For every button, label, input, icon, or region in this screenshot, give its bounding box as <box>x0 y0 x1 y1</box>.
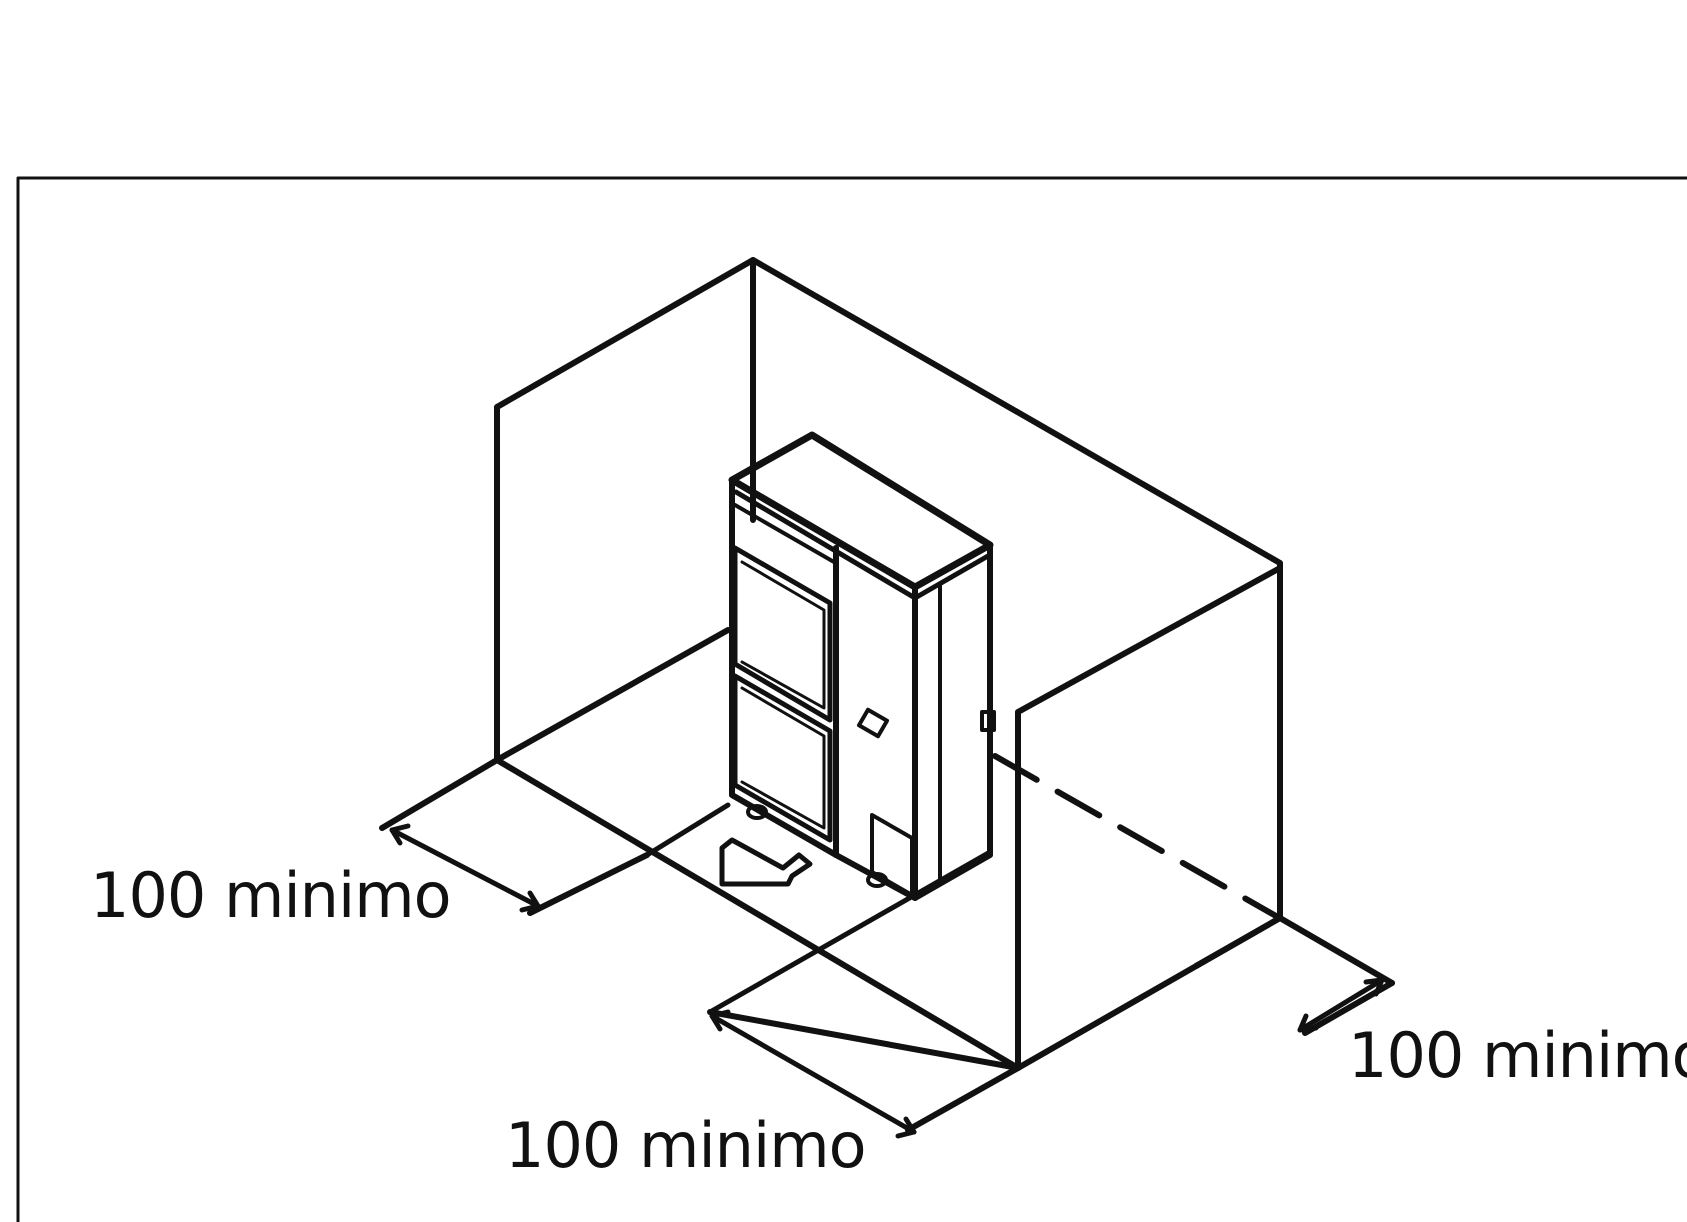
left-arrowhead-end <box>519 890 541 913</box>
right-clearance-label: 100 minimo <box>1348 1019 1687 1092</box>
right-arrowhead-end <box>1297 1013 1319 1033</box>
right-side-wall <box>1015 565 1283 1071</box>
appliance <box>728 431 996 901</box>
appliance-right-face <box>833 545 918 901</box>
left-wall <box>494 257 756 763</box>
front-extension-line-right <box>905 1065 1021 1133</box>
room-walls <box>494 257 1283 1071</box>
left-extension-line <box>379 757 500 831</box>
left-clearance-label: 100 minimo <box>90 859 451 932</box>
dimension-lines <box>379 757 1395 1139</box>
upper-door-inner <box>740 560 826 710</box>
appliance-side-face <box>912 542 993 901</box>
appliance-front-face <box>729 477 839 858</box>
control-display-icon <box>856 707 890 739</box>
floor-left-wall-base <box>494 627 731 763</box>
lower-door-panel <box>732 673 833 843</box>
front-dimension-line <box>709 1013 917 1135</box>
appliance-top-strip <box>733 503 836 564</box>
front-extension-line <box>707 1009 1021 1071</box>
appliance-foot-left <box>746 804 768 820</box>
door-opening-arrow-icon <box>719 837 813 887</box>
drawing-frame <box>16 176 1687 1222</box>
right-extension-line-inner <box>1193 915 1283 969</box>
floor-front-edge <box>494 757 1021 1071</box>
back-wall-base-hidden <box>992 753 1279 919</box>
left-arrowhead-start <box>389 823 411 846</box>
floor-right-edge <box>1015 915 1395 1071</box>
right-arrowhead-start <box>1363 977 1385 997</box>
upper-door-panel <box>732 545 833 723</box>
right-dimension-line <box>1297 977 1385 1033</box>
frame-border <box>16 176 1687 1222</box>
lower-door-inner <box>740 686 826 830</box>
floor-outline <box>494 757 1395 1071</box>
base-access-panel <box>870 813 914 897</box>
side-connector-icon <box>980 710 996 732</box>
back-wall-top-edge <box>750 257 1283 921</box>
appliance-foot-right <box>866 872 888 888</box>
front-arrowhead-start <box>709 1009 731 1032</box>
left-dimension-line <box>389 827 541 909</box>
floor-machine-footprint <box>644 802 731 858</box>
left-front-extension-line <box>527 852 650 916</box>
front-clearance-label: 100 minimo <box>505 1109 866 1182</box>
front-arrowhead-end <box>895 1116 917 1139</box>
